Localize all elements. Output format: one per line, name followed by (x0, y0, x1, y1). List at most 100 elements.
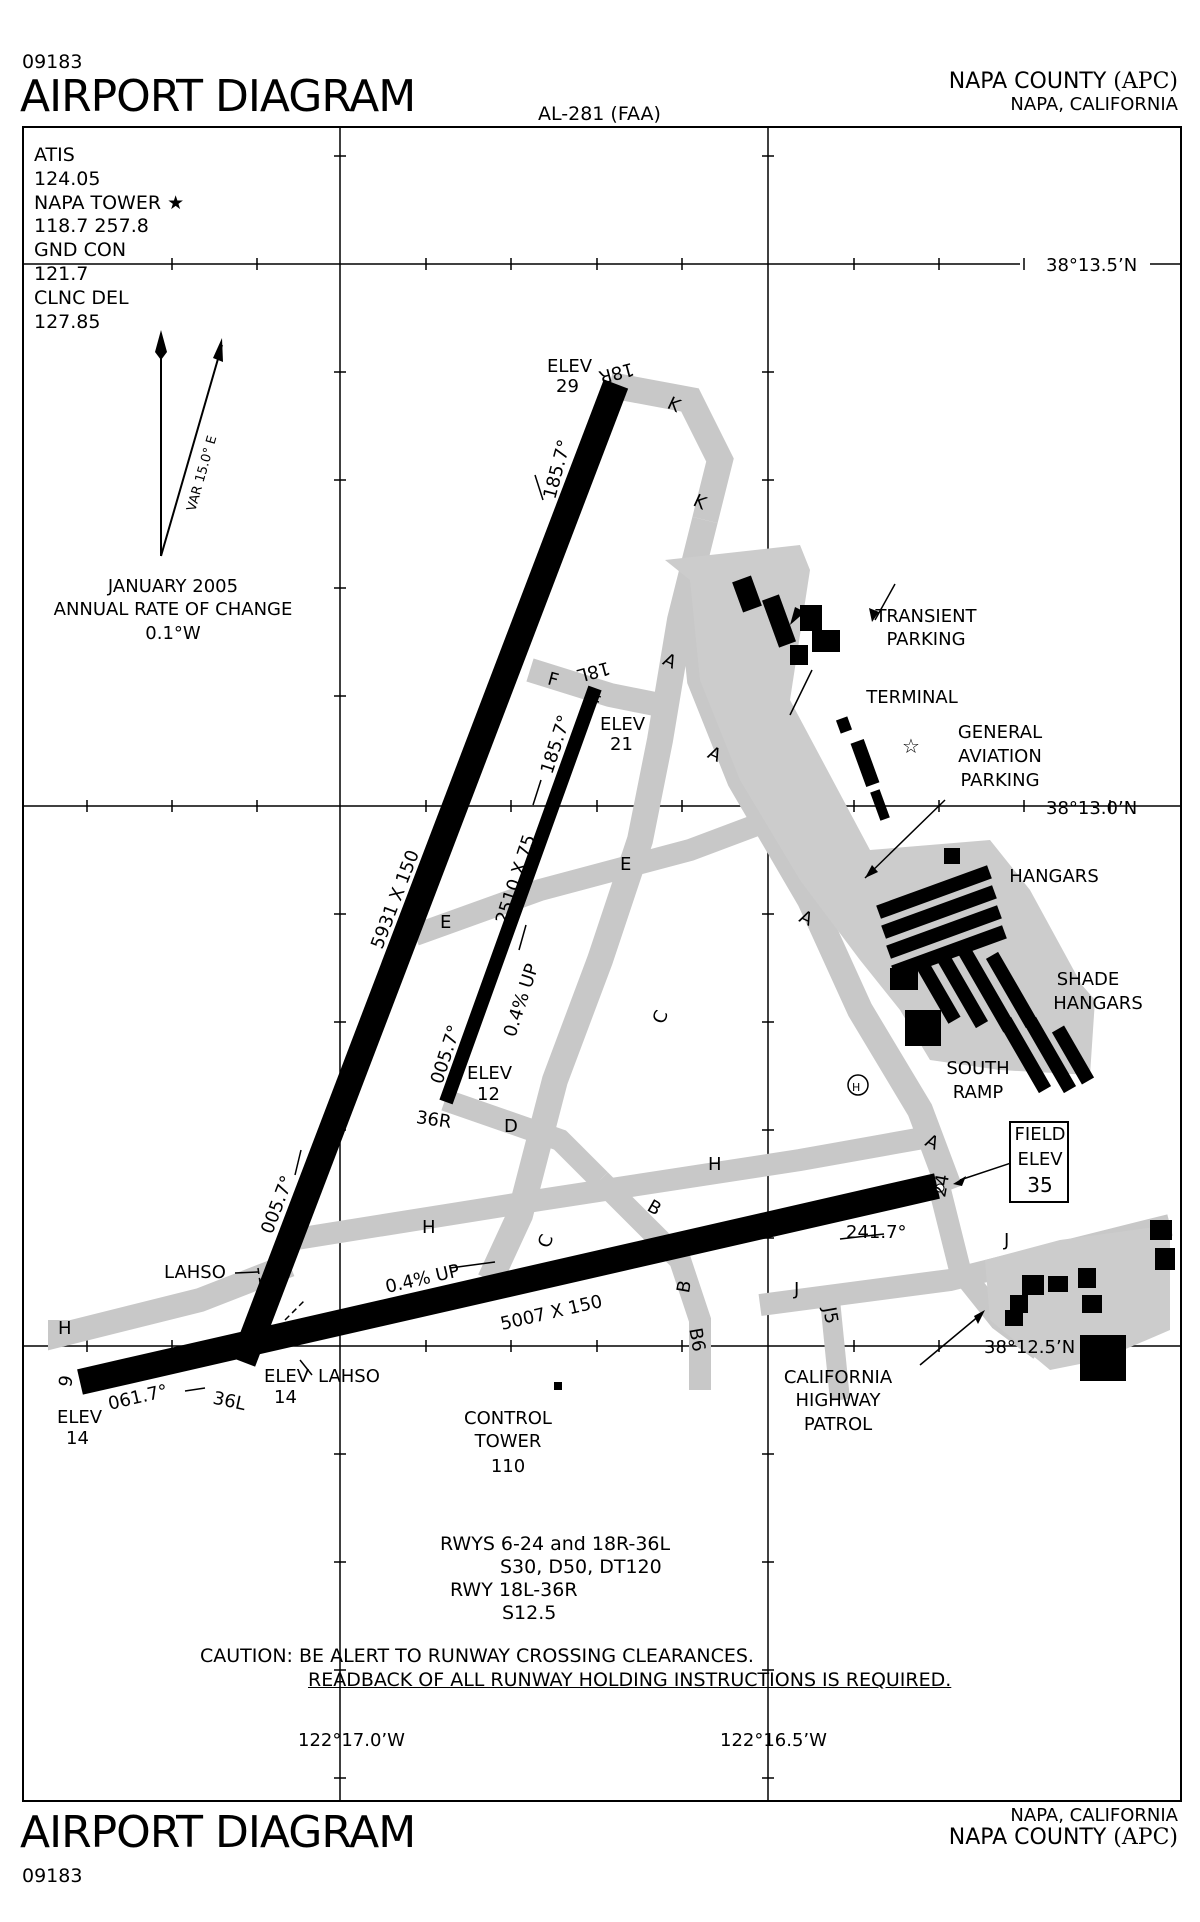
transient-parking-line1: TRANSIENT (874, 606, 977, 627)
magnetic-north-arrow-icon (213, 338, 223, 362)
elev-18R-line1: ELEV (547, 356, 593, 377)
taxiway-label-b: B (673, 1279, 696, 1295)
taxiway-e (411, 809, 774, 946)
building (905, 1010, 941, 1046)
terminal-building (850, 738, 880, 788)
chp-ramp (985, 1225, 1170, 1370)
runway-36L-label: 36L (211, 1388, 248, 1415)
south-ramp-line2: RAMP (953, 1082, 1004, 1103)
shade-hangars-line1: SHADE (1057, 969, 1120, 990)
strength-line: S12.5 (502, 1602, 557, 1624)
footer-location: NAPA, CALIFORNIA (1010, 1805, 1178, 1826)
shade-hangar (998, 1016, 1052, 1094)
freq-line: NAPA TOWER ★ (34, 191, 185, 214)
building (732, 575, 762, 613)
elev-18L-line2: 21 (610, 734, 633, 755)
caution-line1: CAUTION: BE ALERT TO RUNWAY CROSSING CLE… (200, 1645, 754, 1667)
hangars-label: HANGARS (1009, 866, 1099, 887)
strength-line: RWY 18L-36R (450, 1579, 578, 1601)
taxiway-label-b6: B6 (684, 1326, 709, 1353)
elev-36R-line1: ELEV (467, 1063, 513, 1084)
var-line2: ANNUAL RATE OF CHANGE (54, 599, 293, 620)
taxiway-h-mid (288, 1124, 942, 1251)
freq-line: ATIS (34, 144, 75, 166)
terminal-label: TERMINAL (865, 687, 958, 708)
elev-18L-line1: ELEV (600, 714, 646, 735)
ga-parking-line2: AVIATION (958, 746, 1042, 767)
strength-line: S30, D50, DT120 (500, 1556, 662, 1578)
runway-18L-label: 18L (575, 657, 612, 686)
leader-lines (234, 583, 1021, 1376)
building (1010, 1295, 1028, 1313)
diagram-frame (22, 126, 1182, 1802)
airport-header: NAPA COUNTY (APC) NAPA, CALIFORNIA (948, 69, 1178, 115)
control-tower-line1: CONTROL (464, 1408, 552, 1429)
chart-code: 09183 (22, 51, 83, 73)
shade-hangar (913, 956, 961, 1024)
taxiway-label-j5: J5 (818, 1304, 842, 1325)
transient-parking-line2: PARKING (886, 629, 965, 650)
field-elev-point-icon (935, 1183, 945, 1193)
helipad-icon (847, 1074, 869, 1096)
chp-building (1080, 1335, 1126, 1381)
frequency-block: ATIS 124.05 NAPA TOWER ★ 118.7 257.8 GND… (34, 144, 184, 334)
building (890, 968, 918, 990)
ga-parking-line1: GENERAL (958, 722, 1042, 743)
shade-hangars-line2: HANGARS (1053, 993, 1143, 1014)
runway-strength-block: RWYS 6-24 and 18R-36L S30, D50, DT120 RW… (440, 1533, 670, 1625)
hangar-row (886, 905, 1002, 959)
building (800, 605, 822, 631)
taxiway-f (526, 658, 663, 717)
control-tower-line2: TOWER (474, 1431, 542, 1452)
building (1022, 1275, 1044, 1295)
taxiway-label-h: H (422, 1217, 436, 1238)
shade-hangar (1051, 1025, 1095, 1085)
longitude-label: 122°16.5’W (720, 1730, 827, 1751)
freq-line: 127.85 (34, 310, 101, 333)
south-ramp-line1: SOUTH (946, 1058, 1009, 1079)
airport-name: NAPA COUNTY (948, 69, 1107, 94)
freq-line: 124.05 (34, 167, 101, 190)
taxiway-label-c: C (534, 1232, 558, 1251)
airport-id: (APC) (1113, 69, 1178, 94)
heading-24: 241.7° (846, 1222, 907, 1243)
lahso-lines (257, 1267, 306, 1341)
shade-hangar (958, 947, 1016, 1033)
field-elev-line1: FIELD (1015, 1124, 1066, 1145)
field-elev-line2: ELEV (1017, 1149, 1063, 1170)
taxiway-label-d: D (504, 1116, 518, 1137)
helipad-label: H (852, 1081, 860, 1094)
footer-airport-name: NAPA COUNTY (948, 1825, 1107, 1851)
lahso-label-west: LAHSO (164, 1262, 226, 1283)
chp-line2: HIGHWAY (795, 1390, 881, 1411)
shade-hangar (935, 951, 989, 1029)
slope-18L: 0.4% UP (500, 961, 543, 1039)
runway-18R-36L (230, 379, 629, 1367)
var-line3: 0.1°W (145, 623, 201, 644)
latitude-label: 38°12.5’N (984, 1337, 1075, 1358)
taxiway-d (441, 1089, 608, 1188)
footer-chart-code: 09183 (22, 1865, 83, 1887)
building (1155, 1248, 1175, 1270)
building (812, 630, 840, 652)
tower-star-icon: ☆ (902, 734, 920, 758)
elev-36L-line1: ELEV (264, 1366, 310, 1387)
page-title: AIRPORT DIAGRAM (20, 71, 416, 122)
chp-line1: CALIFORNIA (784, 1367, 893, 1388)
elev-18R-line2: 29 (556, 376, 579, 397)
building (1150, 1220, 1172, 1240)
building (835, 716, 853, 734)
runway-6-label: 6 (53, 1373, 76, 1388)
var-label: VAR 15.0° E (184, 434, 220, 513)
shade-hangar (1023, 1016, 1077, 1094)
elev-6-line2: 14 (66, 1428, 89, 1449)
lahso-label-east: LAHSO (318, 1366, 380, 1387)
taxiway-label-c: C (649, 1008, 673, 1027)
control-tower-line3: 110 (491, 1456, 525, 1477)
taxiway-label-j: J (793, 1279, 799, 1300)
hangar-row (881, 885, 997, 939)
field-elev-line3: 35 (1027, 1173, 1052, 1197)
taxiway-b (592, 1172, 711, 1390)
freq-line: 118.7 257.8 (34, 215, 149, 238)
